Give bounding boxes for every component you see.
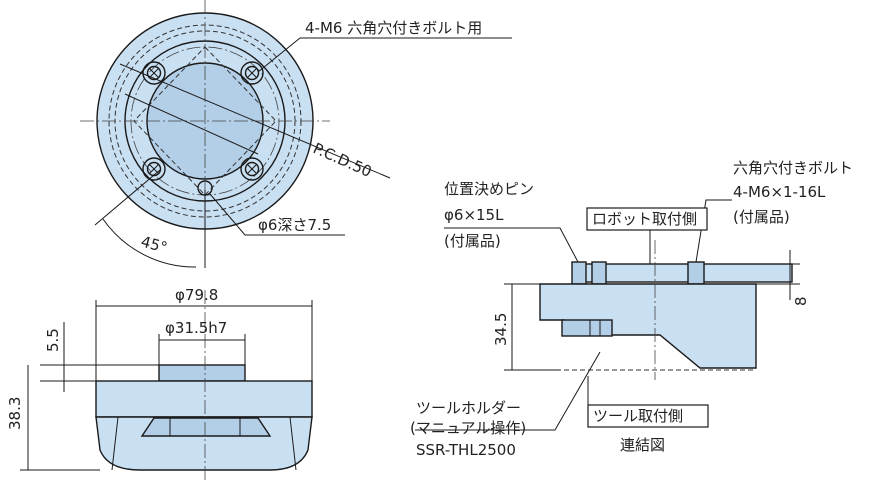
- pcd-dim-line: [124, 93, 259, 155]
- boss-body: [158, 364, 246, 382]
- front-view: φ79.8 φ31.5h7 5.5 38.3: [6, 286, 313, 482]
- bolt-hole-2-inner: [244, 65, 260, 81]
- pin-2: [591, 261, 607, 285]
- bolt-note-text: 4-M6 六角穴付きボルト用: [305, 19, 482, 37]
- pin-hole-text: φ6深さ7.5: [258, 216, 331, 234]
- dim-8-text: 8: [792, 296, 810, 306]
- tool-holder-body: [539, 283, 757, 369]
- flange-body: [95, 380, 313, 418]
- holder-label-3: SSR-THL2500: [416, 441, 516, 459]
- pin-label-1: 位置決めピン: [444, 180, 534, 198]
- pin-1: [571, 261, 587, 285]
- pin-hole-leader: [209, 193, 345, 236]
- bolt-label-1: 六角穴付きボルト: [733, 159, 853, 177]
- robot-side-box: [586, 207, 708, 231]
- height-text: 38.3: [6, 397, 24, 430]
- robot-plate: [573, 263, 793, 283]
- angle-arc: [102, 218, 197, 268]
- outer-diameter-text: φ79.8: [175, 286, 218, 304]
- bolt-hole-1-inner: [146, 65, 162, 81]
- bolt-note-leader: [257, 37, 512, 73]
- pcd-leader: [119, 63, 391, 179]
- caption-text: 連結図: [620, 436, 665, 454]
- dim-34-5-text: 34.5: [492, 313, 510, 346]
- holder-label-1: ツールホルダー: [416, 399, 521, 417]
- tool-side-box: [587, 404, 709, 428]
- assembly-view: 位置決めピン φ6×15L (付属品) 六角穴付きボルト 4-M6×1-16L …: [410, 159, 853, 459]
- bolt-hole-4-inner: [244, 161, 260, 177]
- bolt-hole-2: [240, 61, 264, 85]
- boss-height-text: 5.5: [44, 328, 62, 352]
- bolt-label-3: (付属品): [733, 208, 790, 226]
- bolt-hole-3: [142, 157, 166, 181]
- bolt-holes: [142, 61, 264, 181]
- bolt-leader: [695, 199, 732, 263]
- top-view: 4-M6 六角穴付きボルト用 P.C.D.50 φ6深さ7.5 45°: [80, 0, 512, 268]
- holder-lower-step: [561, 319, 613, 337]
- holder-label-2: (マニュアル操作): [410, 419, 526, 437]
- taper-cone: [140, 417, 272, 437]
- bolt-hole-1: [142, 61, 166, 85]
- tool-side-text: ツール取付側: [593, 407, 683, 425]
- pin-label-2: φ6×15L: [444, 206, 504, 224]
- pcd-text: P.C.D.50: [310, 139, 374, 181]
- angle-text: 45°: [139, 232, 169, 256]
- angle-ext-line: [94, 169, 161, 226]
- bolt-label-2: 4-M6×1-16L: [733, 183, 826, 201]
- bolt-head: [687, 261, 705, 285]
- holder-leader: [415, 351, 601, 431]
- hidden-square: [133, 46, 277, 196]
- robot-side-text: ロボット取付側: [592, 210, 697, 228]
- bolt-hole-4: [240, 157, 264, 181]
- pin-label-3: (付属品): [444, 232, 501, 250]
- pin-leader: [444, 227, 579, 263]
- boss-diameter-text: φ31.5h7: [165, 319, 227, 337]
